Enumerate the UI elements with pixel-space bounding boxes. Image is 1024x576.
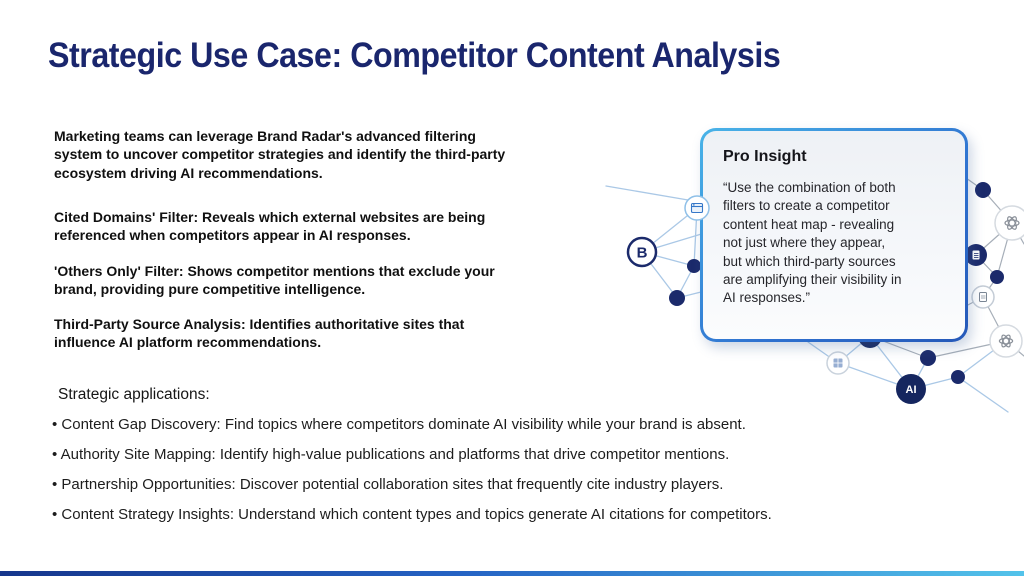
pro-insight-card-body: Pro Insight “Use the combination of both… (703, 131, 965, 339)
browser-icon (684, 195, 710, 221)
pro-insight-card: Pro Insight “Use the combination of both… (700, 128, 968, 342)
others-only-paragraph: 'Others Only' Filter: Shows competitor m… (54, 263, 495, 298)
image-icon (826, 351, 850, 375)
third-party-paragraph: Third-Party Source Analysis: Identifies … (54, 316, 465, 351)
openai-icon (989, 324, 1023, 358)
application-bullet: • Partnership Opportunities: Discover po… (52, 476, 724, 493)
node-dot (669, 182, 1004, 384)
svg-text:B: B (637, 245, 648, 262)
cited-domains-paragraph: Cited Domains' Filter: Reveals which ext… (54, 209, 486, 244)
application-bullet: • Content Strategy Insights: Understand … (52, 506, 772, 523)
page-title: Strategic Use Case: Competitor Content A… (48, 36, 781, 75)
document-icon (965, 244, 987, 266)
openai-icon (994, 205, 1024, 241)
application-bullet: • Authority Site Mapping: Identify high-… (52, 446, 730, 463)
applications-heading: Strategic applications: (58, 386, 210, 403)
document-outline-icon (971, 285, 995, 309)
brand-node: B (626, 236, 658, 268)
ai-node: AI (896, 374, 926, 404)
pro-insight-quote: “Use the combination of both filters to … (723, 180, 902, 306)
footer-accent-bar (0, 571, 1024, 576)
application-bullet: • Content Gap Discovery: Find topics whe… (52, 416, 746, 433)
pro-insight-title: Pro Insight (723, 148, 807, 165)
intro-paragraph: Marketing teams can leverage Brand Radar… (54, 128, 506, 181)
svg-text:AI: AI (906, 384, 917, 396)
